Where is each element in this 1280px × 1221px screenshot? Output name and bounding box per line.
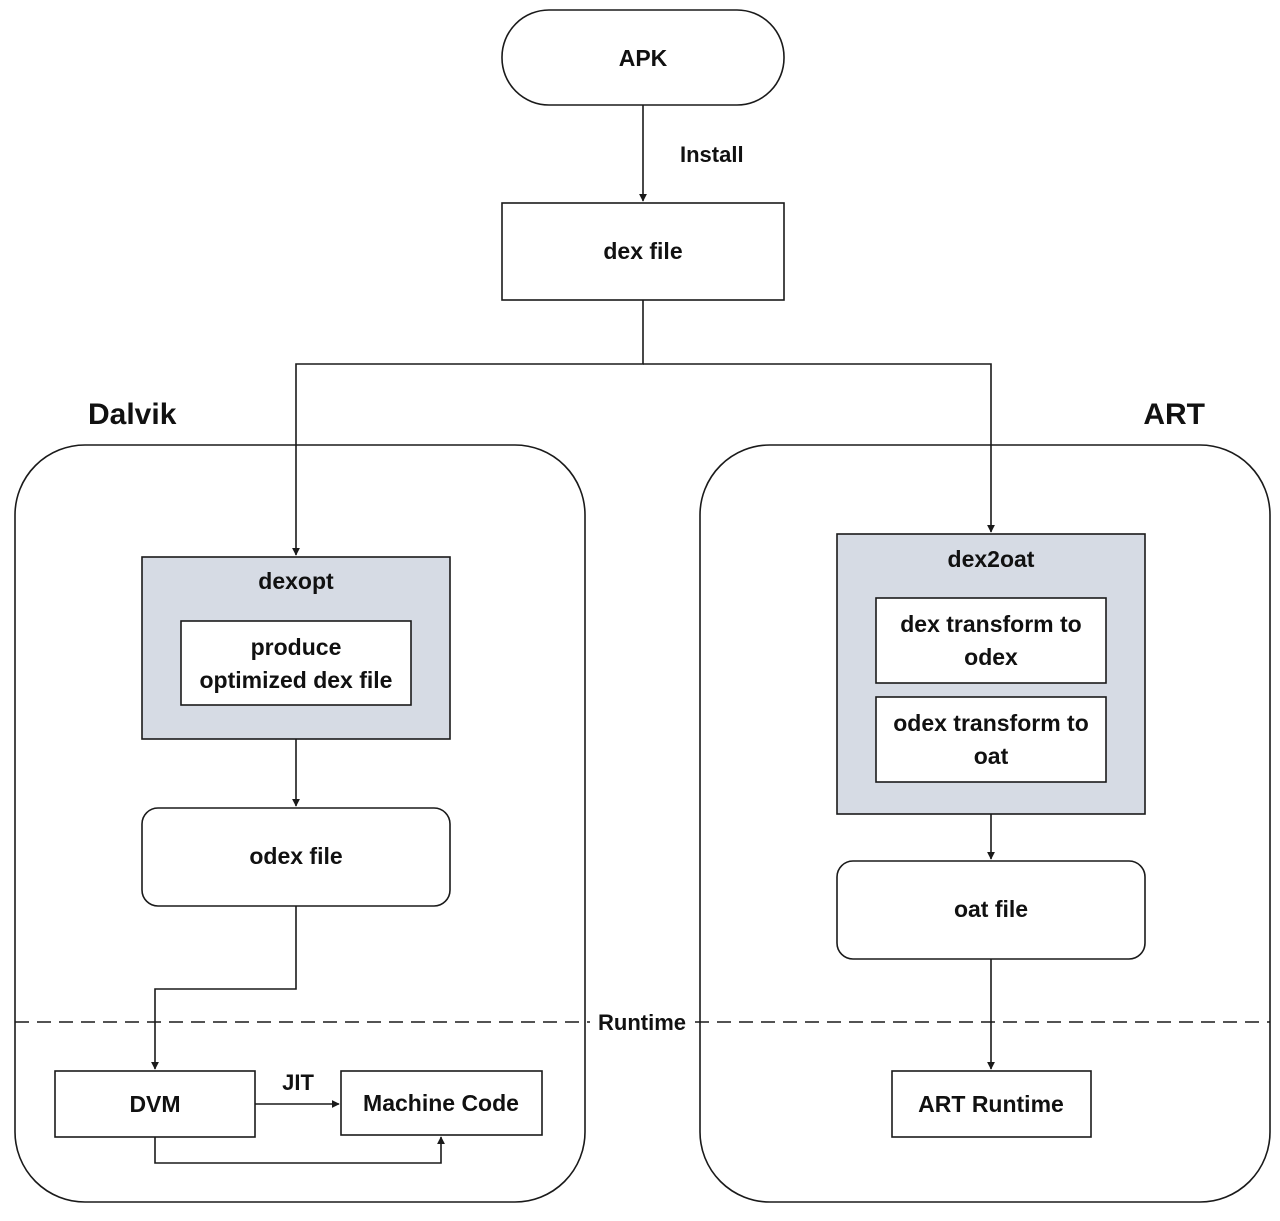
dvm-to-machine-code-loop-edge: [154, 1136, 445, 1164]
art-runtime-label: ART Runtime: [918, 1091, 1064, 1117]
dex-file-label: dex file: [603, 238, 682, 264]
oat-file-label: oat file: [954, 896, 1028, 922]
dex-transform-line2: odex: [964, 644, 1018, 670]
odex-transform-line1: odex transform to: [893, 710, 1089, 736]
jit-edge-label: JIT: [282, 1070, 314, 1095]
odex-to-dvm-edge: [151, 906, 297, 1070]
odex-transform-line2: oat: [974, 743, 1009, 769]
art-region-label: ART: [1143, 398, 1205, 431]
dex-transform-node: [875, 597, 1107, 684]
dex-to-dex2oat-edge: [643, 363, 995, 533]
machine-code-node: [340, 1070, 543, 1136]
apk-label: APK: [619, 45, 668, 71]
produce-optimized-line1: produce: [251, 634, 342, 660]
runtime-divider-label: Runtime: [598, 1010, 686, 1035]
produce-optimized-node: [180, 620, 412, 706]
dex-file-node: [501, 202, 785, 301]
dex2oat-label: dex2oat: [948, 546, 1035, 572]
dex-transform-line1: dex transform to: [900, 611, 1081, 637]
odex-file-label: odex file: [249, 843, 342, 869]
machine-code-label: Machine Code: [363, 1090, 519, 1116]
produce-optimized-line2: optimized dex file: [200, 667, 393, 693]
install-edge-label: Install: [680, 142, 744, 167]
dex-to-dexopt-edge: [292, 300, 644, 556]
dalvik-region-label: Dalvik: [88, 398, 177, 431]
art-runtime-node: [891, 1070, 1092, 1138]
odex-transform-node: [875, 696, 1107, 783]
dvm-label: DVM: [129, 1091, 180, 1117]
dexopt-label: dexopt: [258, 568, 334, 594]
